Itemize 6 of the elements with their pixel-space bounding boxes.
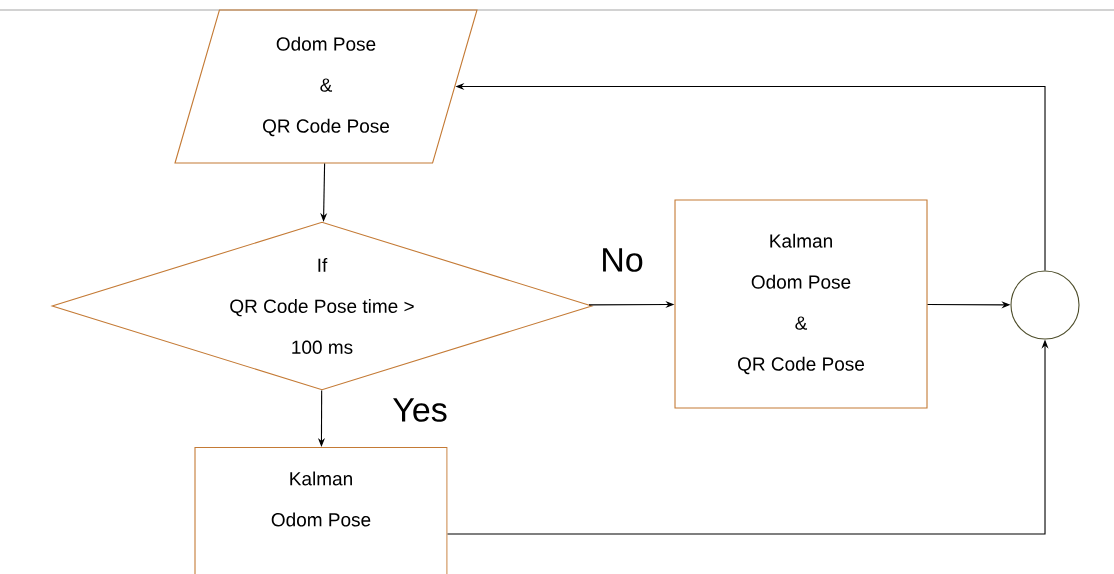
input-parallelogram: Odom Pose & QR Code Pose (174, 9, 478, 164)
junction-circle (1010, 270, 1080, 340)
edge-label: No (598, 246, 646, 274)
process-box: Kalman Odom Pose (194, 447, 448, 574)
edge-label: Yes (390, 396, 450, 424)
process-box: Kalman Odom Pose & QR Code Pose (674, 199, 928, 409)
